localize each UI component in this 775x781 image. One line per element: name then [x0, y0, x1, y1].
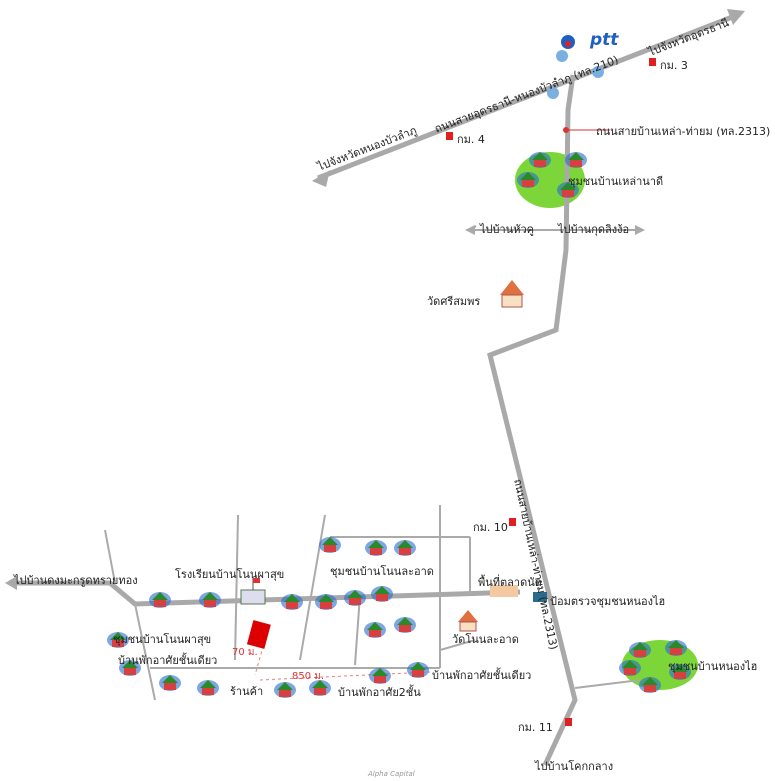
road-2313-label: ถนนสายบ้านเหล่า-ท่ายม (ทล.2313) [596, 125, 771, 138]
distance-850-label: 850 ม. [292, 671, 325, 682]
km11-label: กม. 11 [518, 721, 553, 734]
house-icon [517, 172, 539, 188]
house-icon [159, 675, 181, 691]
km-marker-icon [565, 718, 572, 726]
shop-label: ร้านค้า [230, 685, 264, 698]
arrowheads [5, 9, 745, 590]
junction-signs [547, 50, 604, 99]
highway-210 [317, 11, 741, 181]
house-icon [364, 622, 386, 638]
house-icon [274, 682, 296, 698]
km-marker-icon [446, 132, 453, 140]
housing-single-label-2: บ้านพักอาศัยชั้นเดียว [432, 669, 532, 682]
temples [458, 280, 524, 632]
house-icon [407, 662, 429, 678]
houses [107, 152, 691, 698]
house-icon [319, 537, 341, 553]
house-icon [315, 594, 337, 610]
ptt-logo [561, 35, 575, 49]
house-icon [665, 640, 687, 656]
to-ban-hua-kho-label: ไปบ้านหัวคู [480, 223, 534, 236]
km-markers [446, 58, 656, 726]
to-ban-dong-label: ไปบ้านดงมะกรูดทรายทอง [14, 574, 138, 587]
house-icon [369, 668, 391, 684]
road-2313 [487, 74, 578, 767]
house-icon [394, 617, 416, 633]
house-icon [565, 152, 587, 168]
watermark: Alpha Capital [368, 770, 415, 778]
school-icon [240, 578, 266, 605]
house-icon [199, 592, 221, 608]
house-icon [119, 660, 141, 676]
ptt-label: ptt [590, 30, 619, 50]
wat-si-somphon-label: วัดศรีสมพร [427, 295, 481, 308]
house-icon [344, 590, 366, 606]
house-icon [107, 632, 129, 648]
house-icon [557, 182, 579, 198]
house-icon [281, 594, 303, 610]
km-marker-icon [649, 58, 656, 66]
to-ban-kut-ling-ngo-label: ไปบ้านกุดลิงง้อ [558, 223, 630, 236]
distance-lines [254, 639, 431, 681]
house-icon [365, 540, 387, 556]
house-icon [149, 592, 171, 608]
market-area-marker [490, 585, 518, 597]
km-marker-icon [509, 518, 516, 526]
wat-non-la-at-label: วัดโนนละอาด [452, 633, 519, 646]
housing-two-storey-label: บ้านพักอาศัย2ชั้น [338, 686, 421, 699]
house-icon [669, 664, 691, 680]
house-icon [639, 677, 661, 693]
house-icon [629, 642, 651, 658]
house-icon [197, 680, 219, 696]
to-ban-khok-klang-label: ไปบ้านโคกกลาง [535, 760, 614, 773]
community-nong-hai-label: ชุมชนบ้านหนองไฮ [668, 660, 758, 673]
km3-label: กม. 3 [660, 59, 688, 72]
house-icon [371, 586, 393, 602]
project-site-marker [246, 620, 271, 649]
km10-label: กม. 10 [473, 521, 508, 534]
school-label: โรงเรียนบ้านโนนผาสุข [175, 568, 285, 581]
community-lao-nati-label: ชุมชนบ้านเหล่านาดี [568, 175, 664, 188]
km4-label: กม. 4 [457, 133, 485, 146]
house-icon [309, 680, 331, 696]
house-icon [529, 152, 551, 168]
distance-70-label: 70 ม. [232, 647, 258, 658]
house-icon [619, 660, 641, 676]
house-icon [394, 540, 416, 556]
police-box-icon [533, 592, 547, 602]
community-non-la-at-label: ชุมชนบ้านโนนละอาด [330, 565, 434, 578]
market-area-label: พื้นที่ตลาดนัด [478, 576, 542, 589]
police-box-label: ป้อมตรวจชุมชนหนองไฮ [550, 595, 666, 608]
community-non-pha-suk-label: ชุมชนบ้านโนนผาสุข [113, 633, 212, 646]
housing-single-label: บ้านพักอาศัยชั้นเดียว [118, 654, 218, 667]
